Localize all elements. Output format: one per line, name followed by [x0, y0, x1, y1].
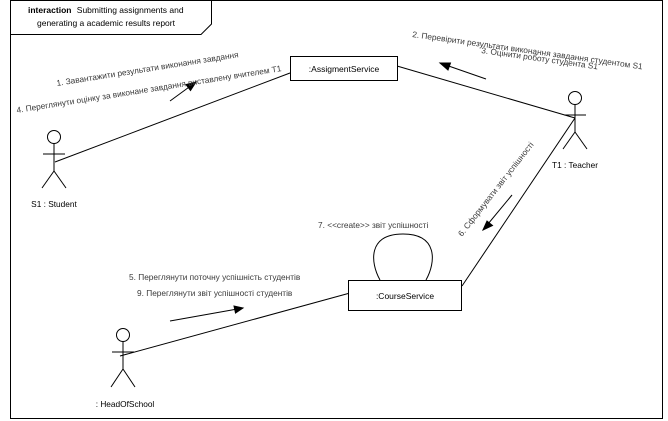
message-5: 5. Переглянути поточну успішність студен… [129, 272, 301, 282]
arrow-student-to-assignment-service [169, 81, 198, 102]
arrow-teacher-to-course-service [481, 194, 513, 232]
arrow-head-to-course-service [169, 305, 245, 322]
frame-keyword: interaction [28, 5, 71, 15]
student-actor[interactable]: S1 : Student [31, 130, 78, 210]
link-head-course-service [119, 292, 351, 357]
teacher-stick-figure-icon [562, 91, 588, 150]
teacher-label: T1 : Teacher [552, 160, 598, 170]
assignment-service-object[interactable]: :AssigmentService [290, 56, 398, 81]
course-service-label: :CourseService [376, 291, 434, 301]
course-service-object[interactable]: :CourseService [348, 280, 462, 311]
head-of-school-actor[interactable]: : HeadOfSchool [96, 328, 155, 410]
head-of-school-stick-figure-icon [110, 328, 136, 388]
message-7: 7. <<create>> звіт успішності [318, 220, 428, 230]
link-student-assignment-service [54, 72, 291, 163]
arrow-teacher-to-assignment-service [438, 62, 487, 80]
head-of-school-label: : HeadOfSchool [96, 399, 155, 409]
assignment-service-label: :AssigmentService [309, 64, 380, 74]
link-teacher-course-service [461, 117, 576, 287]
teacher-actor[interactable]: T1 : Teacher [552, 91, 598, 171]
student-stick-figure-icon [41, 130, 67, 189]
link-assignment-service-teacher [396, 65, 576, 119]
student-label: S1 : Student [31, 199, 77, 209]
frame-title-line1: Submitting assignments and [77, 5, 184, 15]
self-message-loop [373, 233, 433, 281]
frame-title-tab [10, 0, 212, 35]
svg-text:interaction Submitting ass: interaction Submitting assignments and [28, 5, 184, 15]
message-9: 9. Переглянути звіт успішності студентів [137, 288, 293, 298]
frame-title-line2: generating a academic results report [37, 18, 176, 28]
